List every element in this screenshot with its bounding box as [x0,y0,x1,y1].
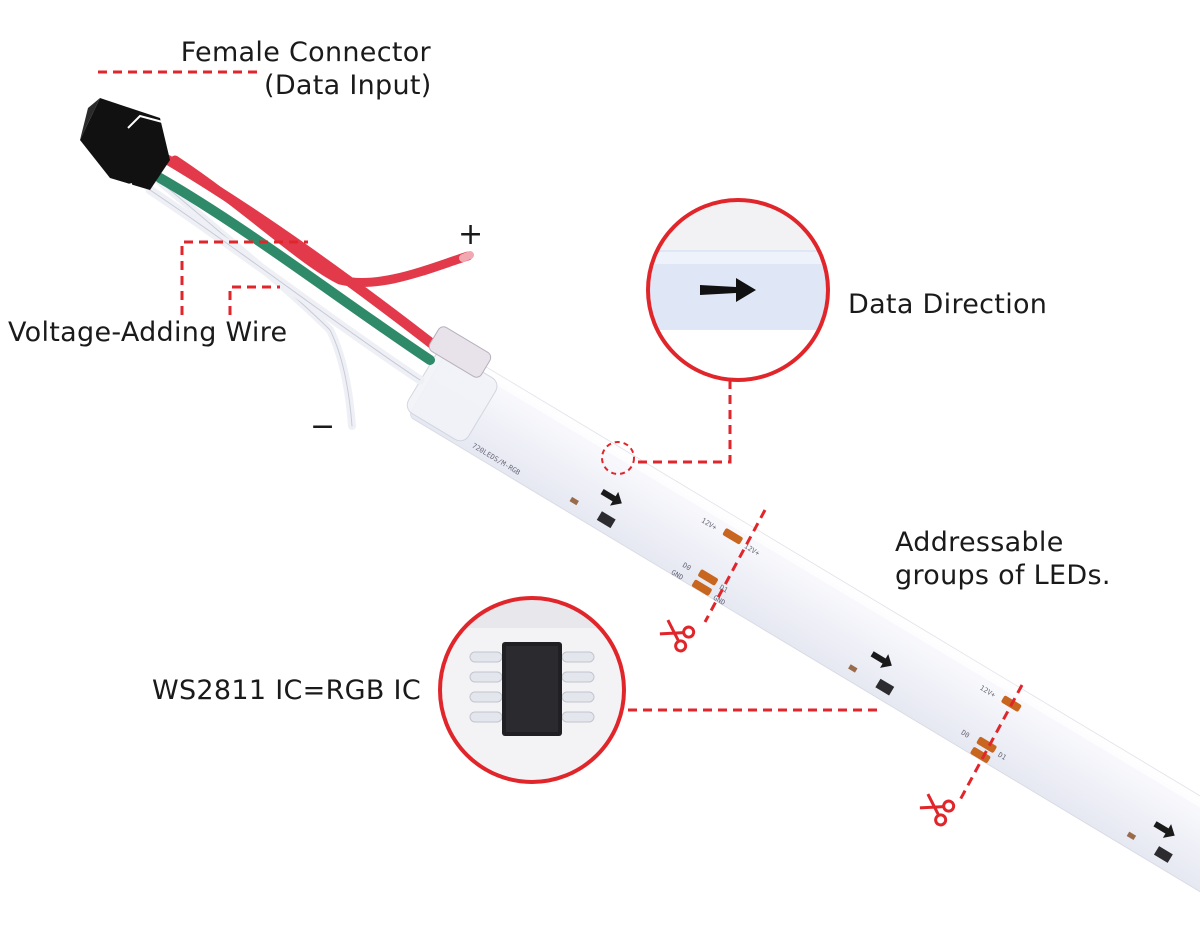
red-wire-plus [170,155,473,288]
scissors-icon [659,619,696,653]
voltage-wire-leader-1 [180,240,308,315]
svg-text:D1: D1 [996,751,1007,762]
female-connector-line1: Female Connector [180,37,431,68]
ic-pins [469,651,595,723]
female-connector-label: Female Connector (Data Input) [180,36,432,102]
data-direction-label: Data Direction [848,289,1048,320]
wire-bundle [145,155,474,430]
cut-line-1 [703,509,767,623]
svg-text:D0: D0 [681,561,692,572]
data-direction-spot [601,441,635,475]
cut-line-2 [958,684,1024,801]
voltage-adding-wire-label: Voltage-Adding Wire [8,317,288,348]
plus-label: + [458,217,484,252]
ws2811-label: WS2811 IC=RGB IC [152,675,421,706]
female-connector-line2: (Data Input) [264,70,432,101]
addressable-groups-label: Addressable groups of LEDs. [895,526,1111,592]
ic-chip [596,511,1173,863]
minus-label: − [310,409,336,444]
callout-lines [98,70,1024,801]
scissors-icon [919,793,956,827]
green-wire [155,173,435,365]
data-direction-arrow-icon [700,278,756,302]
voltage-wire-leader-2 [228,285,280,315]
data-direction-leader [638,372,732,464]
ic-zoom [438,596,626,784]
led-strip: 720LEDS/M-RGB 12V+ [406,345,1200,935]
female-connector [80,98,171,190]
strip-arrow-icon [600,489,1175,838]
data-direction-zoom [646,198,830,382]
solder-joint [428,326,492,378]
svg-text:D0: D0 [960,729,971,740]
svg-text:D1: D1 [718,583,729,594]
capacitor [569,496,1137,841]
addressable-line2: groups of LEDs. [895,560,1111,591]
addressable-line1: Addressable [895,527,1064,558]
